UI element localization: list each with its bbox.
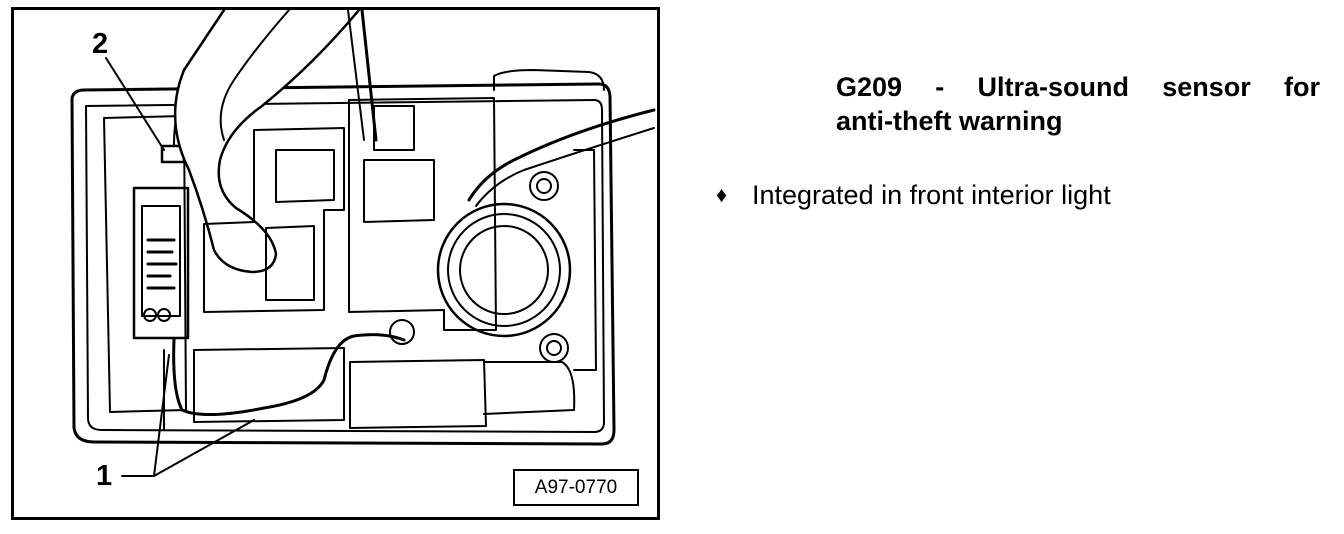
heading-line-2: anti-theft warning xyxy=(836,106,1063,136)
callout-number-1: 1 xyxy=(96,460,113,492)
figure-id-label: A97-0770 xyxy=(513,469,639,506)
bullet-item: ♦ Integrated in front interior light xyxy=(716,178,1111,212)
component-heading: G209 - Ultra-sound sensor for anti-theft… xyxy=(836,70,1320,138)
interior-light-drawing xyxy=(70,10,656,477)
callout-number-2: 2 xyxy=(92,28,109,60)
heading-line-1: G209 - Ultra-sound sensor for xyxy=(836,72,1320,102)
bullet-text: Integrated in front interior light xyxy=(752,180,1111,210)
technical-illustration: 2 1 A97-0770 xyxy=(11,7,660,520)
diamond-bullet-icon: ♦ xyxy=(716,182,728,207)
